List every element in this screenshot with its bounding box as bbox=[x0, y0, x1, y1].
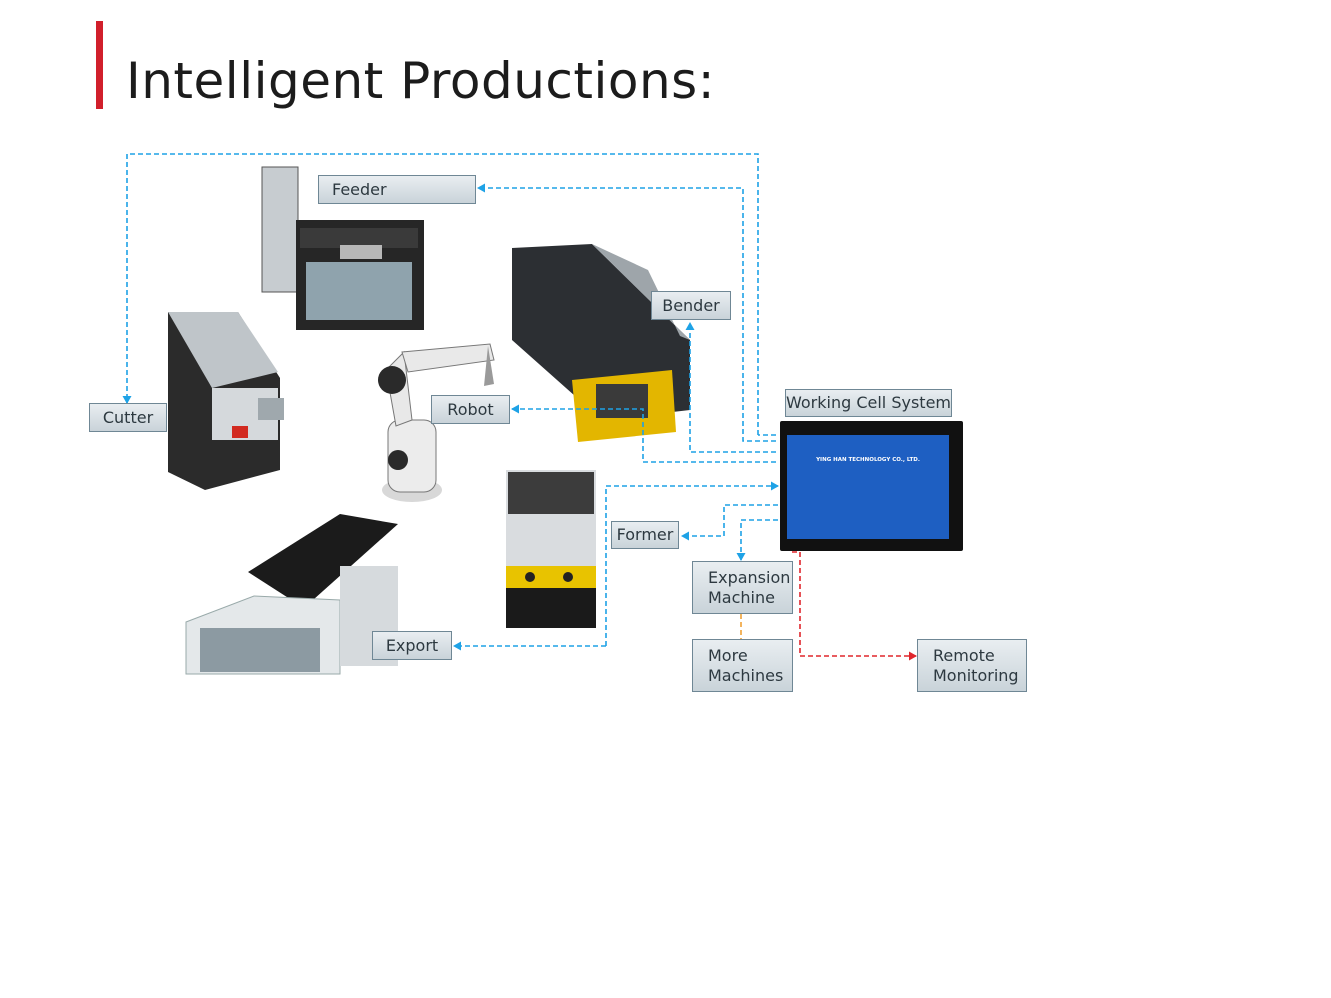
former-link bbox=[681, 504, 778, 541]
label-more-line2: Machines bbox=[708, 665, 784, 685]
robot-arm-image bbox=[378, 343, 495, 502]
remote-monitoring-link bbox=[792, 551, 917, 661]
bender-link bbox=[685, 322, 776, 453]
hmi-screen: YING HAN TECHNOLOGY CO., LTD. bbox=[780, 421, 963, 551]
label-bender: Bender bbox=[651, 291, 731, 320]
export-conveyor-image bbox=[185, 514, 398, 675]
label-former-text: Former bbox=[616, 525, 674, 544]
label-former: Former bbox=[611, 521, 679, 549]
bender-machine-image bbox=[512, 244, 690, 442]
feeder-link bbox=[477, 183, 776, 442]
title-accent-bar bbox=[96, 21, 103, 109]
label-remote-line1: Remote bbox=[933, 645, 995, 665]
feeder-machine-image bbox=[261, 166, 424, 330]
page-title: Intelligent Productions: bbox=[126, 52, 716, 110]
label-more-line1: More bbox=[708, 645, 748, 665]
label-cutter-text: Cutter bbox=[102, 407, 154, 427]
label-bender-text: Bender bbox=[662, 295, 720, 315]
label-expansion-line2: Machine bbox=[708, 587, 775, 607]
label-working-cell-system-text: Working Cell System bbox=[786, 393, 951, 412]
export-link-to-hmi bbox=[605, 481, 779, 646]
cutter-link bbox=[122, 153, 759, 435]
label-remote-monitoring: Remote Monitoring bbox=[917, 639, 1027, 692]
label-feeder-text: Feeder bbox=[332, 179, 387, 199]
label-robot: Robot bbox=[431, 395, 510, 424]
hmi-company-name: YING HAN TECHNOLOGY CO., LTD. bbox=[816, 457, 920, 463]
label-expansion-line1: Expansion bbox=[708, 567, 791, 587]
hmi-display: YING HAN TECHNOLOGY CO., LTD. bbox=[787, 435, 949, 539]
label-cutter: Cutter bbox=[89, 403, 167, 432]
robot-link bbox=[511, 404, 776, 463]
label-export: Export bbox=[372, 631, 452, 660]
label-more-machines: More Machines bbox=[692, 639, 793, 692]
former-machine-image bbox=[506, 470, 596, 628]
label-feeder: Feeder bbox=[318, 175, 476, 204]
expansion-link bbox=[736, 519, 778, 561]
label-expansion-machine: Expansion Machine bbox=[692, 561, 793, 614]
label-working-cell-system: Working Cell System bbox=[785, 389, 952, 417]
label-robot-text: Robot bbox=[447, 399, 494, 419]
label-export-text: Export bbox=[385, 635, 439, 655]
label-remote-line2: Monitoring bbox=[933, 665, 1019, 685]
cutter-machine-image bbox=[168, 312, 284, 490]
